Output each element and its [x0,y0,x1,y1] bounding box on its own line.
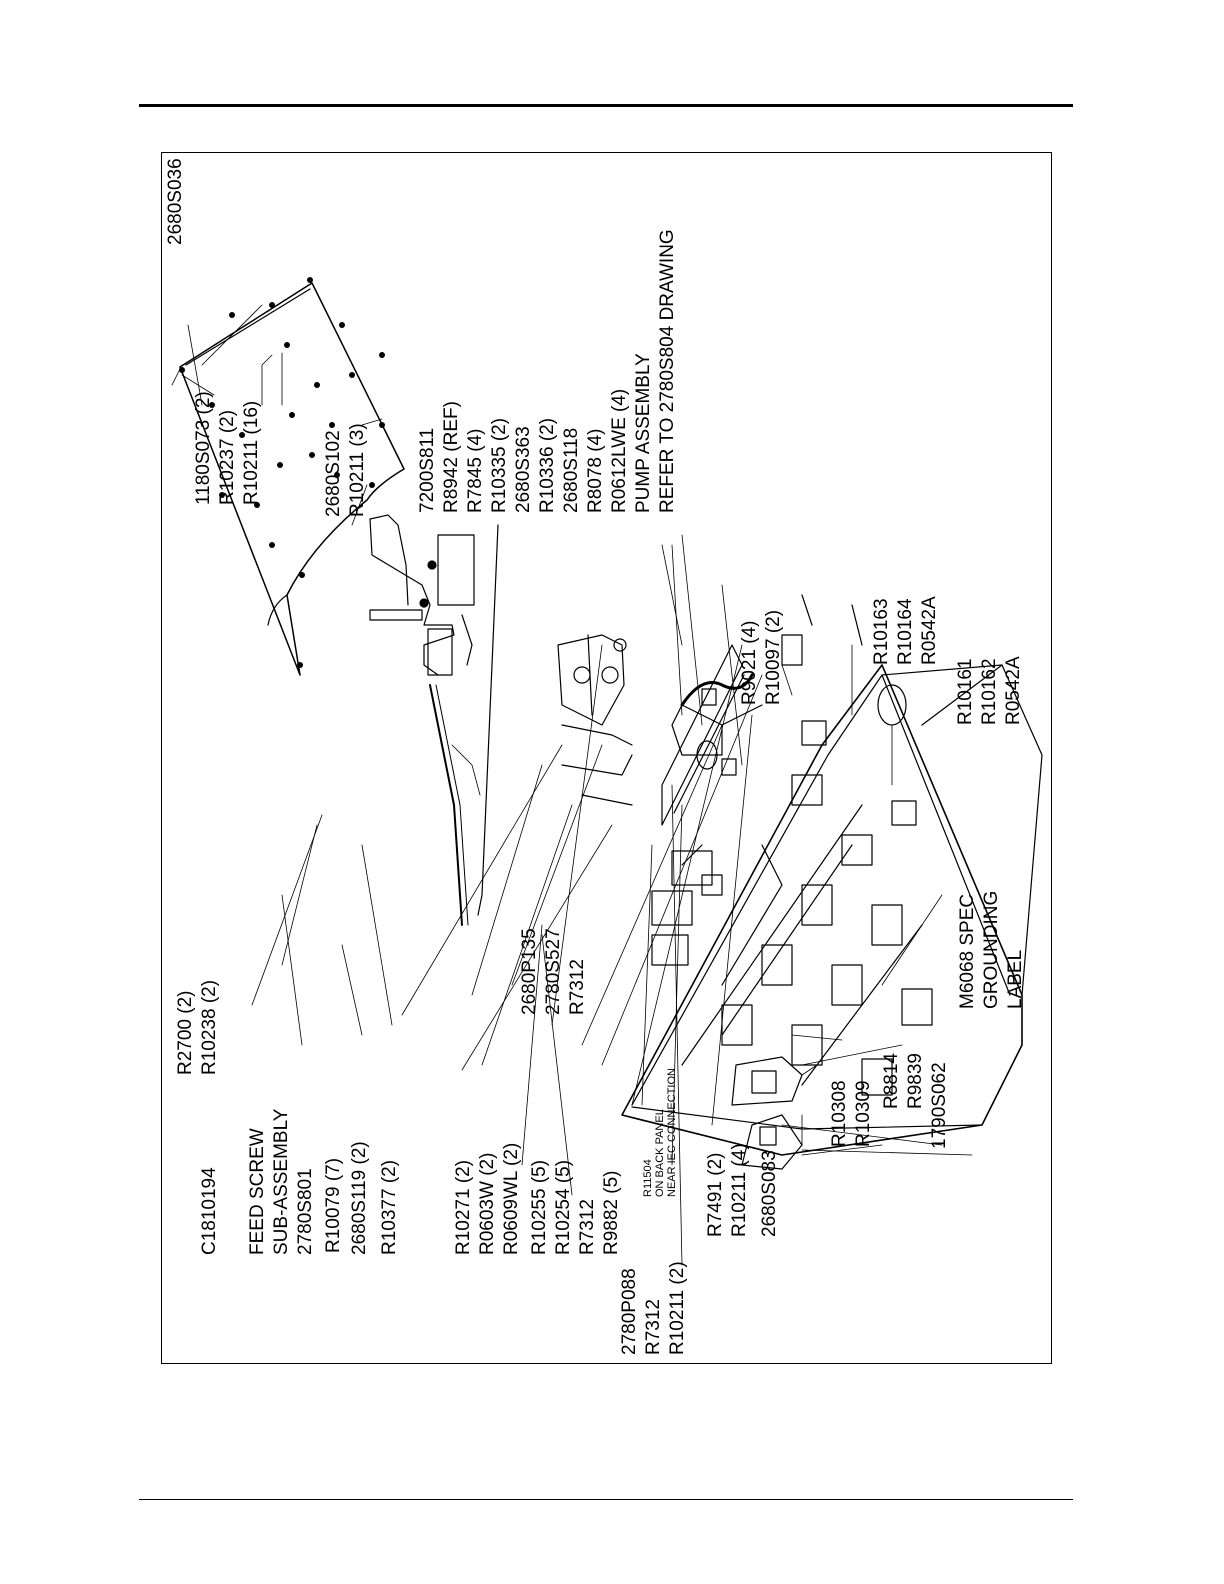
label-R8814: R8814 [881,1053,902,1109]
top-cover-plate [179,277,423,676]
label-R2700-group: R2700 (2) R10238 (2) [175,979,220,1075]
label-2680P135-group: 2680P135 2780S527 R7312 [519,928,588,1015]
feed-screw-sub-assembly [369,514,481,926]
label-7200S811-group: 7200S811 R8942 (REF) R7845 (4) R10335 (2… [417,229,678,513]
label-R10271-group: R10271 (2) R0603W (2) R0609WL (2) [453,1142,522,1255]
label-R11504-group: R11504 ON BACK PANEL NEAR IEC CONNECTION [642,1068,678,1197]
main-tube [477,524,499,916]
exploded-parts-diagram: 2680S036 1180S073 (2) R10237 (2) R10211 … [161,152,1052,1364]
label-R10308-group: R10308 R10309 [829,1080,874,1147]
side-plate-assembly [731,1056,803,1170]
label-R10163-group: R10163 R10164 R0542A [871,596,940,665]
assembly-drawing [171,277,1043,1266]
bar-plate-assembly [661,644,745,826]
label-R10377: R10377 (2) [379,1159,400,1255]
hopper-bracket-assembly [557,634,633,806]
label-1790S062: 1790S062 [929,1062,950,1149]
header-rule [139,104,1073,107]
label-R10161-group: R10161 R10162 R0542A [955,656,1024,725]
rotated-drawing-stage: 2680S036 1180S073 (2) R10237 (2) R10211 … [162,153,1053,1365]
component-brackets [651,844,723,966]
label-R9021-group: R9021 (4) R10097 (2) [739,609,784,705]
label-2680S036: 2680S036 [165,158,186,245]
label-C1810194: C1810194 [199,1167,220,1255]
label-1180S073-group: 1180S073 (2) R10237 (2) R10211 (16) [193,391,262,505]
footer-rule [139,1499,1073,1500]
label-feed-screw-group: FEED SCREW SUB-ASSEMBLY 2780S801 [247,1108,316,1255]
label-R10255-group: R10255 (5) R10254 (5) R7312 R9882 (5) [529,1159,622,1255]
label-2780P088-group: 2780P088 R7312 R10211 (2) [619,1261,688,1355]
leader-lines [171,304,973,1266]
label-M6068-group: M6068 SPEC GROUNDING LABEL [957,890,1026,1009]
label-R7491-group: R7491 (2) R10211 (4) [705,1143,750,1237]
label-2680S119: 2680S119 (2) [349,1141,370,1255]
label-R9839: R9839 [905,1053,926,1109]
label-2680S083: 2680S083 [759,1150,780,1237]
label-R10079: R10079 (7) [323,1157,344,1253]
label-2680S102-group: 2680S102 R10211 (3) [323,423,368,517]
